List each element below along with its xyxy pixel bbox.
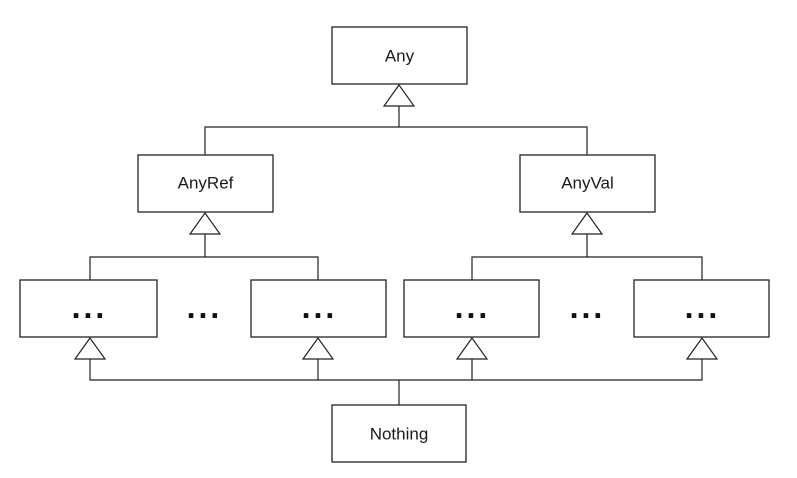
connectors	[89, 106, 703, 405]
node-nothing-label: Nothing	[370, 425, 429, 444]
arrowhead-into-anyref	[188, 211, 222, 235]
node-val-subclass-1: ...	[403, 279, 540, 338]
arrowheads	[73, 83, 719, 360]
node-ref-subclass-2-label: ...	[301, 295, 337, 325]
node-ref-subclass-1-label: ...	[71, 295, 107, 325]
node-any-label: Any	[385, 47, 415, 66]
node-anyref: AnyRef	[137, 154, 274, 213]
node-anyval-label: AnyVal	[561, 174, 614, 193]
ref-subclasses-gap-ellipsis: ...	[186, 295, 222, 325]
edge-anyval-to-any	[399, 126, 588, 155]
edge-val-sub1-to-anyval	[471, 234, 588, 280]
node-val-subclass-2-label: ...	[684, 295, 720, 325]
node-nothing: Nothing	[331, 404, 467, 463]
edge-nothing-bus	[89, 359, 703, 381]
node-val-subclass-1-label: ...	[454, 295, 490, 325]
edge-val-sub2-to-anyval	[587, 256, 703, 280]
node-any: Any	[331, 26, 468, 85]
arrowhead-into-val-subclass-1	[455, 336, 489, 360]
arrowhead-into-ref-subclass-2	[301, 336, 335, 360]
edge-anyref-to-any	[204, 106, 400, 155]
arrowhead-into-val-subclass-2	[685, 336, 719, 360]
node-ref-subclass-2: ...	[250, 279, 387, 338]
arrowhead-into-ref-subclass-1	[73, 336, 107, 360]
node-anyval: AnyVal	[519, 154, 656, 213]
arrowhead-into-any	[382, 83, 416, 107]
edge-ref-sub2-to-anyref	[205, 256, 319, 280]
edge-ref-sub1-to-anyref	[89, 234, 206, 280]
node-val-subclass-2: ...	[633, 279, 770, 338]
node-anyref-label: AnyRef	[178, 174, 234, 193]
val-subclasses-gap-ellipsis: ...	[569, 295, 605, 325]
node-ref-subclass-1: ...	[19, 279, 158, 338]
arrowhead-into-anyval	[570, 211, 604, 235]
